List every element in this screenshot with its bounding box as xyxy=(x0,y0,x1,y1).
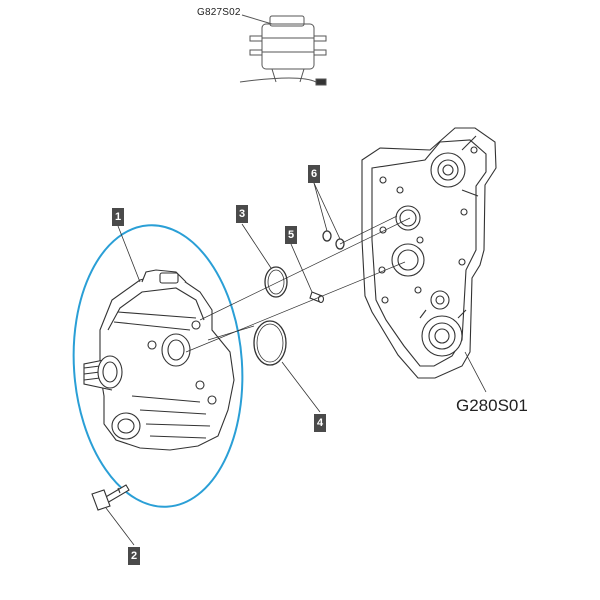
callout-3: 3 xyxy=(236,205,248,223)
part-1-highlight xyxy=(72,224,244,508)
callout-4: 4 xyxy=(314,414,326,432)
thumbnail-pump xyxy=(239,14,327,86)
callout-5: 5 xyxy=(285,226,297,244)
o-ring-large xyxy=(253,320,287,366)
callout-leaders xyxy=(105,182,341,546)
housing-leader xyxy=(464,351,487,393)
reference-code-housing: G280S01 xyxy=(456,396,528,415)
reference-code-top: G827S02 xyxy=(197,7,241,18)
dowel-pin xyxy=(309,291,325,304)
gearbox-housing xyxy=(361,127,497,379)
callout-6: 6 xyxy=(308,165,320,183)
small-seal-a xyxy=(322,230,332,242)
callout-1: 1 xyxy=(112,208,124,226)
bolt xyxy=(91,484,130,511)
hydraulic-pump xyxy=(83,269,235,451)
callout-2: 2 xyxy=(128,547,140,565)
assembly-lines xyxy=(185,215,411,353)
o-ring-small xyxy=(264,266,288,298)
